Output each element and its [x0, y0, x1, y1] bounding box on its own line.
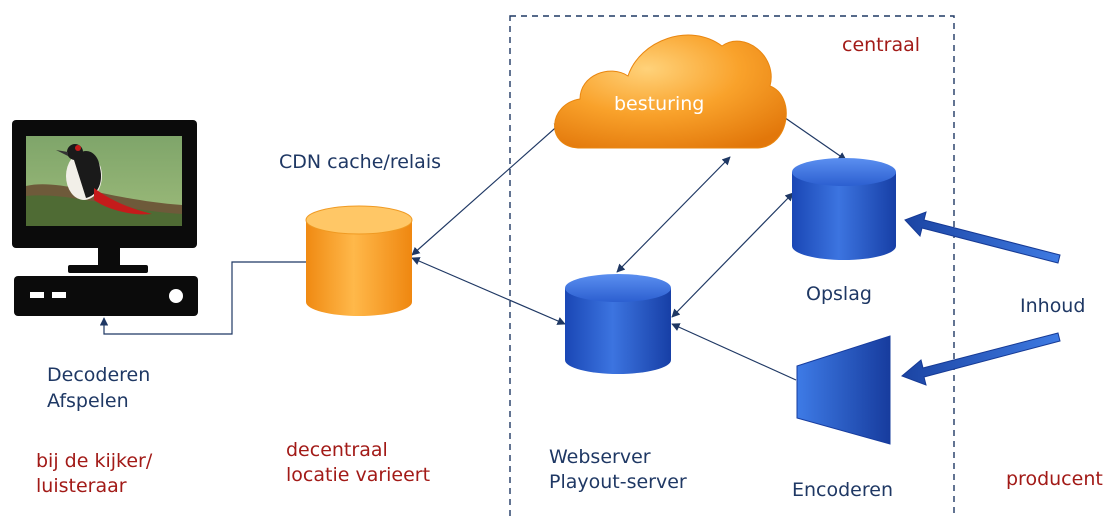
zone-label-producer: producent — [1006, 468, 1103, 490]
link-cloud-webserver — [616, 156, 731, 273]
connections — [99, 112, 847, 381]
player-label-line1: Decoderen — [47, 364, 151, 386]
zone-label-decentral-line1: decentraal — [286, 439, 388, 461]
storage-label: Opslag — [806, 283, 872, 305]
encoder-label: Encoderen — [792, 479, 893, 501]
webserver-label-line2: Playout-server — [549, 471, 687, 493]
zone-label-central: centraal — [842, 34, 921, 56]
link-storage-webserver — [671, 192, 794, 318]
zone-label-viewer-line1: bij de kijker/ — [36, 450, 153, 472]
link-cloud-storage — [777, 112, 847, 161]
cloud-label: besturing — [614, 93, 705, 115]
link-encoder-webserver — [671, 323, 797, 381]
player-label-line2: Afspelen — [47, 390, 129, 412]
blue-database-icon-storage — [792, 158, 896, 260]
link-cdn-cloud — [411, 121, 563, 256]
link-cdn-player — [99, 261, 306, 335]
cdn-label: CDN cache/relais — [279, 151, 442, 173]
content-label: Inhoud — [1020, 295, 1086, 317]
cloud-icon — [554, 34, 787, 149]
content-arrow-to-encoder — [901, 332, 1061, 386]
zone-label-viewer-line2: luisteraar — [36, 475, 127, 497]
encoder-trapezoid-icon — [796, 335, 891, 445]
zone-label-decentral-line2: locatie varieert — [286, 464, 431, 486]
content-arrow-to-storage — [904, 211, 1061, 264]
webserver-label-line1: Webserver — [549, 446, 651, 468]
desktop-computer-icon — [14, 276, 198, 316]
orange-database-icon — [305, 205, 413, 316]
blue-database-icon-webserver — [565, 274, 671, 374]
link-cdn-webserver — [411, 257, 566, 325]
monitor-with-woodpecker-icon — [12, 120, 197, 273]
